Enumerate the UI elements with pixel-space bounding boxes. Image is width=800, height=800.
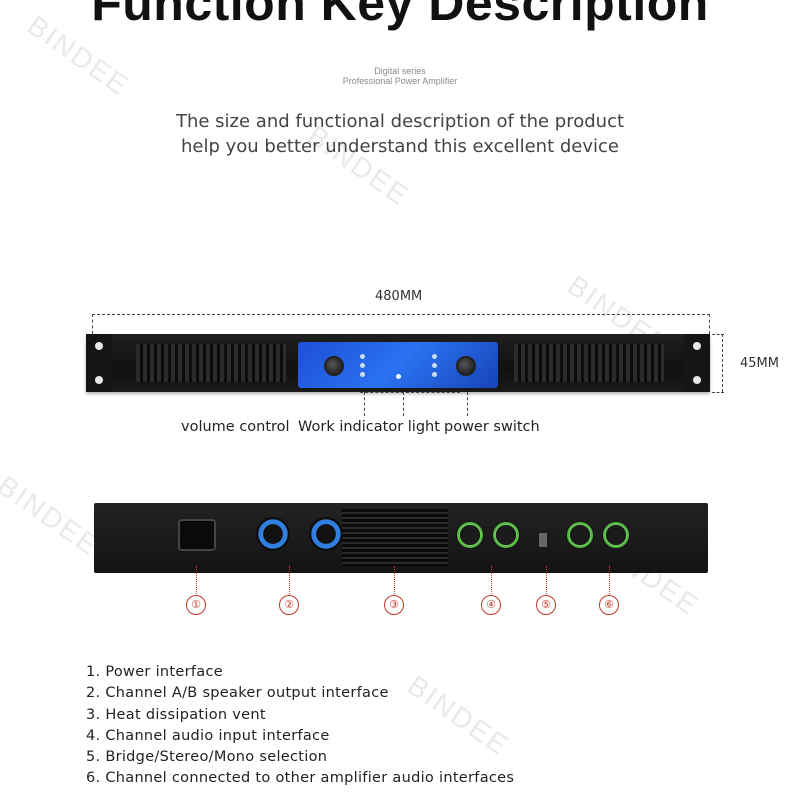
list-item: 6. Channel connected to other amplifier …	[86, 770, 515, 787]
watermark: BINDEE	[0, 469, 105, 562]
list-item: 3. Heat dissipation vent	[86, 706, 266, 723]
marker-6: ⑥	[599, 595, 619, 615]
width-dimension: 480MM	[375, 289, 423, 304]
marker-line-1	[196, 566, 197, 594]
marker-line-5	[546, 566, 547, 594]
marker-line-3	[394, 566, 395, 594]
list-item: 1. Power interface	[86, 664, 223, 680]
power-switch-label: power switch	[444, 419, 540, 435]
marker-line-2	[289, 566, 290, 594]
height-dimension-tick-bottom	[712, 392, 724, 393]
marker-2: ②	[279, 595, 299, 615]
callout-line-indicator	[364, 392, 365, 416]
page-title: Function Key Description	[91, 0, 709, 31]
rack-hole	[95, 376, 103, 384]
intro-line-1: The size and functional description of t…	[175, 111, 625, 132]
indicator-light-label: Work indicator light	[298, 419, 440, 435]
list-item: 5. Bridge/Stereo/Mono selection	[86, 749, 328, 766]
width-dimension-line	[92, 314, 710, 315]
indicator-led	[360, 363, 365, 368]
series-subtitle: Professional Power Amplifier	[342, 76, 458, 86]
front-vent-right	[514, 344, 664, 382]
ch2-output[interactable]	[492, 521, 520, 549]
ch1-output[interactable]	[566, 521, 594, 549]
marker-line-4	[491, 566, 492, 594]
mode-switch[interactable]	[539, 533, 547, 547]
amplifier-front-panel	[86, 334, 710, 392]
indicator-led	[432, 372, 437, 377]
front-vent-left	[136, 344, 286, 382]
rack-hole	[95, 342, 103, 350]
rack-hole	[693, 376, 701, 384]
ch1-input[interactable]	[602, 521, 630, 549]
height-dimension-tick-top	[712, 334, 724, 335]
intro-line-2: help you better understand this excellen…	[181, 136, 619, 157]
rear-vent	[342, 509, 448, 567]
callout-line-indicator-2	[403, 392, 404, 416]
speaker-output-2[interactable]	[256, 517, 290, 551]
speaker-output-1[interactable]	[309, 517, 343, 551]
height-dimension: 45MM	[740, 356, 779, 371]
marker-3: ③	[384, 595, 404, 615]
callout-line-power	[467, 392, 468, 416]
indicator-led	[432, 363, 437, 368]
width-dimension-tick-left	[92, 314, 93, 334]
function-list: 1. Power interface 2. Channel A/B speake…	[86, 664, 514, 792]
list-item: 4. Channel audio input interface	[86, 727, 330, 744]
height-dimension-line	[722, 334, 723, 392]
front-control-panel	[298, 342, 498, 388]
callout-line-volume	[360, 392, 460, 393]
ch2-input[interactable]	[456, 521, 484, 549]
marker-line-6	[609, 566, 610, 594]
power-switch[interactable]	[396, 374, 401, 379]
width-dimension-tick-right	[709, 314, 710, 334]
power-inlet[interactable]	[178, 519, 216, 551]
marker-1: ①	[186, 595, 206, 615]
indicator-led	[360, 372, 365, 377]
volume-knob-b[interactable]	[456, 356, 476, 376]
indicator-led	[360, 354, 365, 359]
volume-control-label: volume control	[181, 419, 290, 435]
list-item: 2. Channel A/B speaker output interface	[86, 685, 389, 702]
indicator-led	[432, 354, 437, 359]
volume-knob-a[interactable]	[324, 356, 344, 376]
series-label: Digital series	[374, 66, 426, 76]
marker-5: ⑤	[536, 595, 556, 615]
amplifier-rear-panel	[94, 503, 708, 573]
rack-hole	[693, 342, 701, 350]
marker-4: ④	[481, 595, 501, 615]
watermark: BINDEE	[301, 119, 415, 212]
